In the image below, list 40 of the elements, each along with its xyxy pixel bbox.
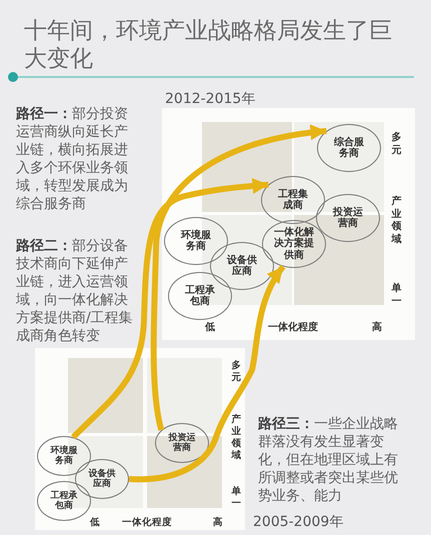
- ellipse-label: 综合服务商: [334, 136, 364, 160]
- ellipse-label: 环境服务商: [180, 230, 212, 252]
- page-title: 十年间，环境产业战略格局发生了巨大变化: [24, 17, 393, 73]
- axis-label: 低: [90, 517, 100, 528]
- period-heading: 2005-2009年: [253, 514, 344, 530]
- ellipse-label: 工程承包商: [184, 284, 216, 308]
- category-ellipse: [37, 481, 91, 521]
- axis-label: 多元: [391, 132, 402, 157]
- category-ellipse: [164, 217, 228, 265]
- ellipse-label: 环境服务商: [50, 446, 78, 466]
- axis-label: 一体化程度: [268, 322, 318, 334]
- axis-label: 产业领域: [391, 196, 402, 246]
- path-description: 路径一：部分投资运营商纵向延长产业链，横向拓展进入多个环保业务领域，转型发展成为综合服务商: [16, 105, 129, 213]
- ellipse-label: 一体化解决方案提供商: [274, 226, 314, 262]
- axis-label: 高: [213, 517, 223, 528]
- curved-arrow: [128, 264, 286, 482]
- path-description: 路径二：部分设备技术商向下延伸产业链，进入运营领域，向一体化解决方案提供商/工程集成商角色转变: [16, 237, 134, 345]
- axis-label: 低: [205, 322, 215, 334]
- category-ellipse: [316, 194, 380, 242]
- ellipse-label: 工程承包商: [50, 490, 78, 512]
- axis-label: 一体化程度: [122, 517, 172, 528]
- path-description: 路径三：一些企业战略群落没有发生显著变化，但在地理区域上有所调整或者突出某些优势业务、能力: [258, 415, 399, 505]
- category-ellipse: [317, 124, 381, 172]
- axis-label: 单一: [231, 486, 242, 510]
- axis-label: 高: [372, 322, 382, 334]
- ellipse-label: 工程集成商: [278, 188, 308, 212]
- ellipse-label: 设备供应商: [88, 468, 116, 490]
- axis-label: 多元: [231, 360, 242, 384]
- category-ellipse: [168, 272, 232, 320]
- curved-arrow: [150, 124, 327, 431]
- period-heading: 2012-2015年: [165, 91, 256, 107]
- axis-label: 单一: [391, 283, 402, 308]
- category-ellipse: [261, 176, 325, 224]
- category-ellipse: [262, 220, 326, 268]
- ellipse-label: 投资运营商: [332, 206, 364, 230]
- category-ellipse: [155, 423, 209, 463]
- ellipse-label: 投资运营商: [168, 432, 196, 454]
- ellipse-label: 设备供应商: [226, 254, 258, 278]
- curved-arrow: [71, 178, 269, 440]
- axis-label: 产业领域: [231, 414, 242, 462]
